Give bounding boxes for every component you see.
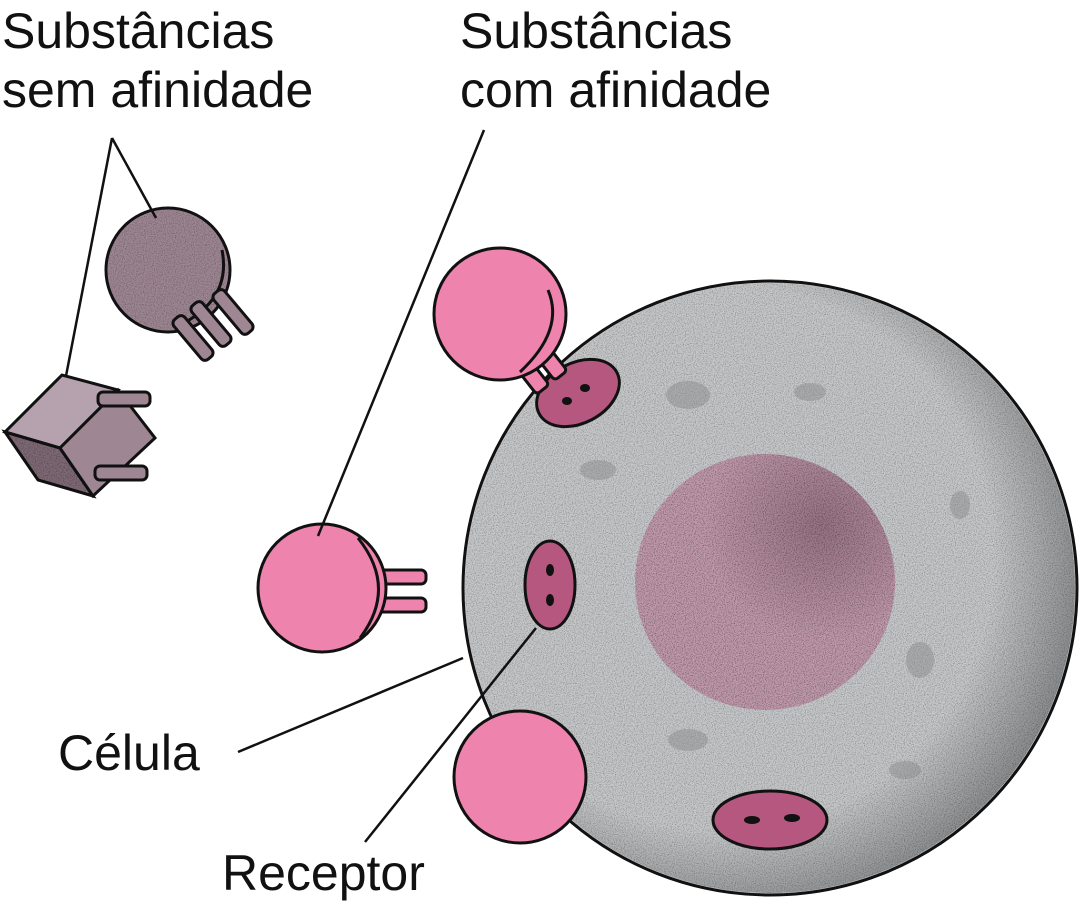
leader-receptor: [364, 627, 537, 843]
nucleus: [635, 454, 895, 710]
label-no-affinity-line2: sem afinidade: [2, 62, 313, 118]
label-cell: Célula: [58, 725, 200, 781]
substance-with-affinity-docked-top: [432, 246, 568, 395]
leader-no-affinity-to-sphere: [110, 137, 158, 219]
label-receptor: Receptor: [222, 845, 425, 901]
substance-with-affinity-approaching: [256, 522, 428, 654]
leader-no-affinity-to-cube: [64, 137, 114, 377]
cell-speckles: [580, 381, 970, 779]
label-affinity-line1: Substâncias: [460, 3, 732, 59]
label-affinity-line2: com afinidade: [460, 62, 771, 118]
substance-without-affinity-cube: [1, 373, 158, 499]
nucleus-stipple: [635, 454, 895, 710]
leader-lines: [64, 129, 537, 843]
substance-with-affinity-bound-bottom: [452, 709, 588, 845]
leader-cell: [237, 656, 464, 754]
receptor-bottom: [711, 789, 829, 851]
receptor-left: [523, 539, 577, 631]
label-no-affinity-line1: Substâncias: [2, 3, 274, 59]
leader-affinity: [316, 129, 486, 537]
substance-without-affinity-sphere: [104, 206, 255, 362]
